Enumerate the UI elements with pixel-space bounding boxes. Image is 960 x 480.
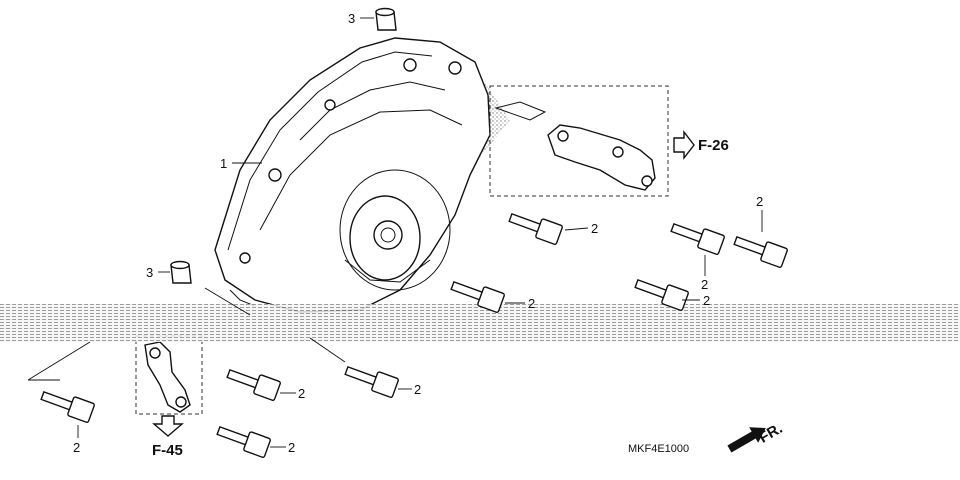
bolt-f — [226, 368, 281, 401]
callout-2-e: 2 — [703, 293, 710, 308]
leader-lines — [27, 17, 763, 448]
bolt-i — [216, 425, 271, 458]
bolt-b — [670, 222, 725, 255]
callout-1: 1 — [220, 156, 227, 171]
bolt-g — [344, 365, 399, 398]
collar-left — [170, 260, 192, 284]
generator-cover — [214, 37, 491, 313]
front-label: FR. — [756, 420, 785, 447]
ref-f45: F-45 — [152, 442, 183, 459]
bolt-h — [40, 390, 95, 423]
lower-bracket — [135, 335, 203, 415]
ref-arrow-f26 — [673, 129, 695, 161]
upper-bracket — [489, 85, 669, 197]
collar-top — [375, 7, 397, 31]
callout-2-c: 2 — [756, 194, 763, 209]
scan-band — [0, 304, 960, 342]
callout-2-b: 2 — [701, 277, 708, 292]
callout-3-top: 3 — [348, 11, 355, 26]
callout-3-left: 3 — [146, 265, 153, 280]
diagram-code: MKF4E1000 — [628, 443, 689, 455]
callout-2-f: 2 — [298, 386, 305, 401]
bolt-a — [508, 212, 563, 245]
callout-2-a: 2 — [591, 221, 598, 236]
ref-arrow-f45 — [152, 415, 184, 437]
callout-2-g: 2 — [414, 382, 421, 397]
front-arrow-icon — [727, 427, 766, 453]
ref-f26: F-26 — [698, 137, 729, 154]
bolt-c — [733, 235, 788, 268]
callout-2-i: 2 — [288, 440, 295, 455]
callout-2-d: 2 — [528, 296, 535, 311]
bolt-e — [634, 278, 689, 311]
bolt-d — [450, 280, 505, 313]
callout-2-h: 2 — [73, 440, 80, 455]
